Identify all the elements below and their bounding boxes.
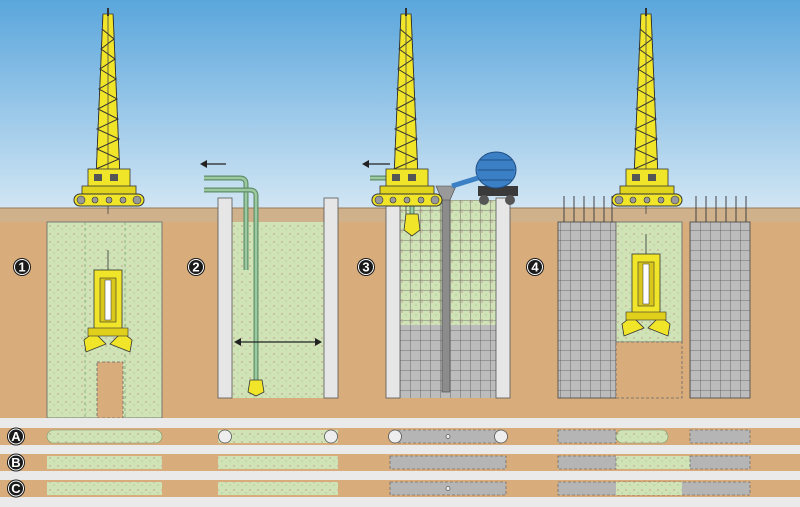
- stop-end-tube: [217, 197, 233, 399]
- step-4-panel-excavation: [557, 7, 751, 399]
- step-3-concreting: [362, 7, 518, 399]
- width-arrow: [234, 338, 322, 346]
- step-badge: 3: [356, 257, 376, 277]
- stop-end-tube: [385, 197, 401, 399]
- step-2-stop-end-tubes: [200, 160, 339, 399]
- step-badge: 4: [525, 257, 545, 277]
- concrete-mixer-icon: [451, 151, 518, 205]
- section-badge-label: B: [11, 455, 20, 470]
- flow-arrow-icon: [362, 160, 390, 168]
- section-badge: B: [6, 453, 26, 472]
- step-badge-label: 2: [192, 260, 199, 275]
- step-badge-label: 3: [362, 260, 369, 275]
- stop-end-tube: [323, 197, 339, 399]
- flow-arrow-icon: [200, 160, 226, 168]
- section-badge-label: A: [11, 429, 21, 444]
- step-badge-label: 1: [18, 260, 25, 275]
- stop-end-tube: [495, 197, 511, 399]
- plan-row-a: [0, 428, 800, 445]
- plan-row-c: [0, 480, 800, 497]
- plan-row-b: [0, 454, 800, 471]
- step-badge: 2: [186, 257, 206, 277]
- step-1-excavation: [46, 7, 163, 419]
- section-badge: C: [6, 479, 26, 498]
- step-badge: 1: [12, 257, 32, 277]
- section-badge-label: C: [11, 481, 21, 496]
- concreted-panel: [689, 221, 751, 399]
- concreted-panel: [557, 221, 617, 399]
- section-badge: A: [6, 427, 26, 446]
- step-badge-label: 4: [531, 260, 539, 275]
